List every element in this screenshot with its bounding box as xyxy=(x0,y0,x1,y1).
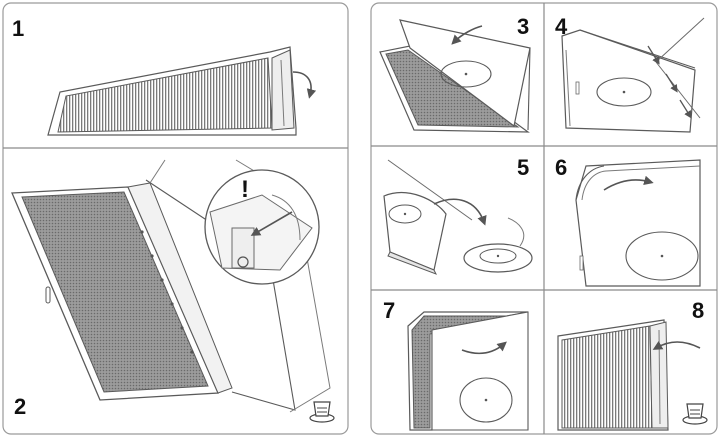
step-number-6: 6 xyxy=(555,155,568,180)
step1-arrow xyxy=(292,71,317,99)
step-number-7: 7 xyxy=(383,298,396,323)
left-panel-frame xyxy=(2,2,349,435)
step6-illustration xyxy=(575,159,701,287)
step-number-2: 2 xyxy=(14,394,27,419)
step7-arrow xyxy=(461,341,507,355)
step2-warning-mark: ! xyxy=(241,176,249,203)
step5-arrow xyxy=(433,198,487,226)
step-number-5: 5 xyxy=(517,155,530,180)
step-number-3: 3 xyxy=(517,14,530,39)
step-number-8: 8 xyxy=(692,298,705,323)
step8-arrow xyxy=(652,340,701,350)
step7-illustration xyxy=(407,311,529,431)
step4-illustration xyxy=(561,17,705,133)
step-number-4: 4 xyxy=(555,14,568,39)
step-number-1: 1 xyxy=(12,16,25,41)
step2-illustration: ! xyxy=(11,159,335,423)
cup-on-saucer-icon xyxy=(682,403,708,425)
step3-illustration xyxy=(379,19,531,133)
step8-illustration xyxy=(557,319,708,431)
step2-arrow xyxy=(250,211,293,236)
step5-illustration xyxy=(383,159,533,275)
step6-arrow xyxy=(603,175,654,191)
cup-on-saucer-icon xyxy=(309,401,335,423)
step3-arrow xyxy=(451,25,483,45)
wireless-charger-icon xyxy=(463,217,533,273)
step1-illustration xyxy=(47,46,317,136)
